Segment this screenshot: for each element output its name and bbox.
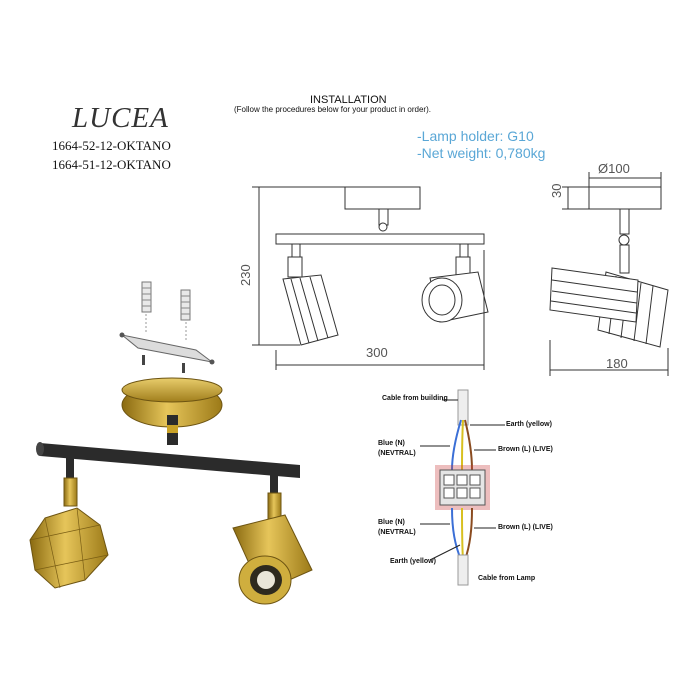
spec-lamp-holder: -Lamp holder: G10 — [417, 128, 534, 144]
lamp-cable — [457, 554, 469, 586]
building-cable — [457, 389, 469, 426]
diameter-symbol: Ø — [598, 161, 609, 176]
model-number-1: 1664-52-12-OKTANO — [52, 138, 171, 153]
width-label: 300 — [366, 345, 388, 360]
support-bar — [36, 442, 300, 478]
terminal-block — [435, 465, 490, 510]
brand-name: LUCEA — [72, 102, 169, 134]
cable-from-lamp-label: Cable from Lamp — [478, 575, 536, 582]
wall-plug-left — [141, 281, 152, 313]
brown-bottom-label: Brown (L) (LIVE) — [498, 524, 553, 531]
front-view-drawing — [252, 186, 489, 370]
mounting-screw-left — [142, 355, 145, 365]
stem-ring — [167, 425, 178, 433]
diameter-label: Ø100 — [598, 161, 630, 176]
cable-from-building-label: Cable from building — [382, 395, 448, 402]
product-render — [29, 377, 313, 605]
blue-bottom-label: Blue (N) — [378, 519, 405, 526]
earth-bottom-label: Earth (yellow) — [390, 558, 436, 565]
installation-title: INSTALLATION — [310, 94, 387, 106]
mounting-bracket — [119, 332, 215, 365]
depth-label: 180 — [606, 356, 628, 371]
brown-top-label: Brown (L) (LIVE) — [498, 446, 553, 453]
neutral-bottom-label: (NEVTRAL) — [378, 529, 416, 536]
earth-top-label: Earth (yellow) — [506, 421, 552, 428]
side-view-drawing — [549, 172, 669, 376]
right-spotlight — [232, 475, 313, 605]
wall-plug-right — [180, 289, 191, 321]
wiring-diagram — [420, 389, 505, 586]
installation-subtitle: (Follow the procedures below for your pr… — [234, 105, 431, 114]
model-number-2: 1664-51-12-OKTANO — [52, 157, 171, 172]
diameter-value: 100 — [608, 161, 630, 176]
left-spotlight — [29, 455, 109, 589]
neutral-top-label: (NEVTRAL) — [378, 450, 416, 457]
blue-top-label: Blue (N) — [378, 440, 405, 447]
mounting-hardware — [119, 281, 215, 373]
spec-net-weight: -Net weight: 0,780kg — [417, 145, 546, 161]
mounting-screw-right — [182, 363, 185, 373]
ceiling-canopy — [121, 377, 223, 428]
